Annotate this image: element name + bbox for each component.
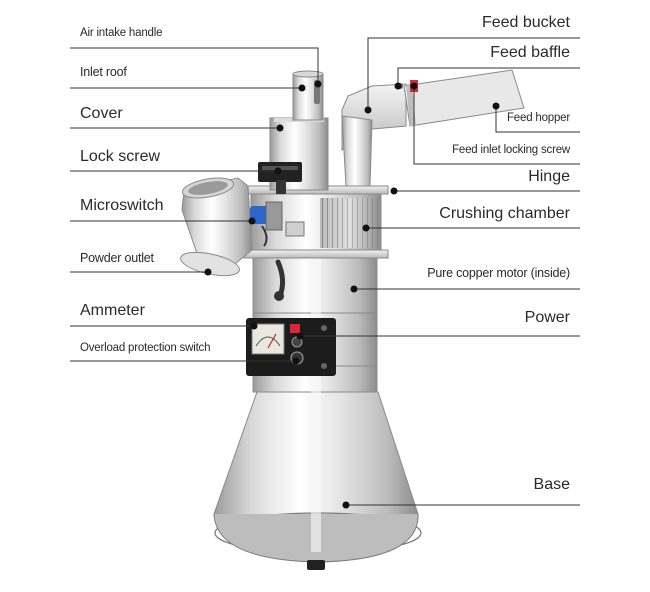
control-panel [246, 318, 336, 376]
label-hinge: Hinge [528, 168, 570, 185]
label-air-intake-handle: Air intake handle [80, 27, 163, 39]
leader-lines [70, 37, 580, 506]
label-feed-inlet-locking-screw: Feed inlet locking screw [452, 144, 570, 156]
label-feed-hopper: Feed hopper [506, 112, 570, 124]
label-ammeter: Ammeter [80, 302, 145, 319]
feed-assembly [341, 69, 525, 187]
label-inlet-roof: Inlet roof [80, 65, 127, 79]
label-cover: Cover [80, 105, 123, 122]
label-feed-baffle: Feed baffle [490, 44, 570, 61]
powder-outlet [180, 177, 283, 277]
label-lock-screw: Lock screw [80, 148, 161, 165]
label-overload-protection-switch: Overload protection switch [80, 342, 211, 354]
label-base: Base [533, 476, 570, 493]
label-microswitch: Microswitch [80, 197, 164, 214]
label-pure-copper-motor: Pure copper motor (inside) [427, 266, 570, 280]
upper-column [258, 70, 329, 194]
leader-dots [204, 80, 500, 509]
label-power: Power [524, 309, 570, 326]
label-feed-bucket: Feed bucket [481, 14, 570, 31]
label-crushing-chamber: Crushing chamber [439, 205, 570, 222]
label-powder-outlet: Powder outlet [80, 251, 154, 265]
